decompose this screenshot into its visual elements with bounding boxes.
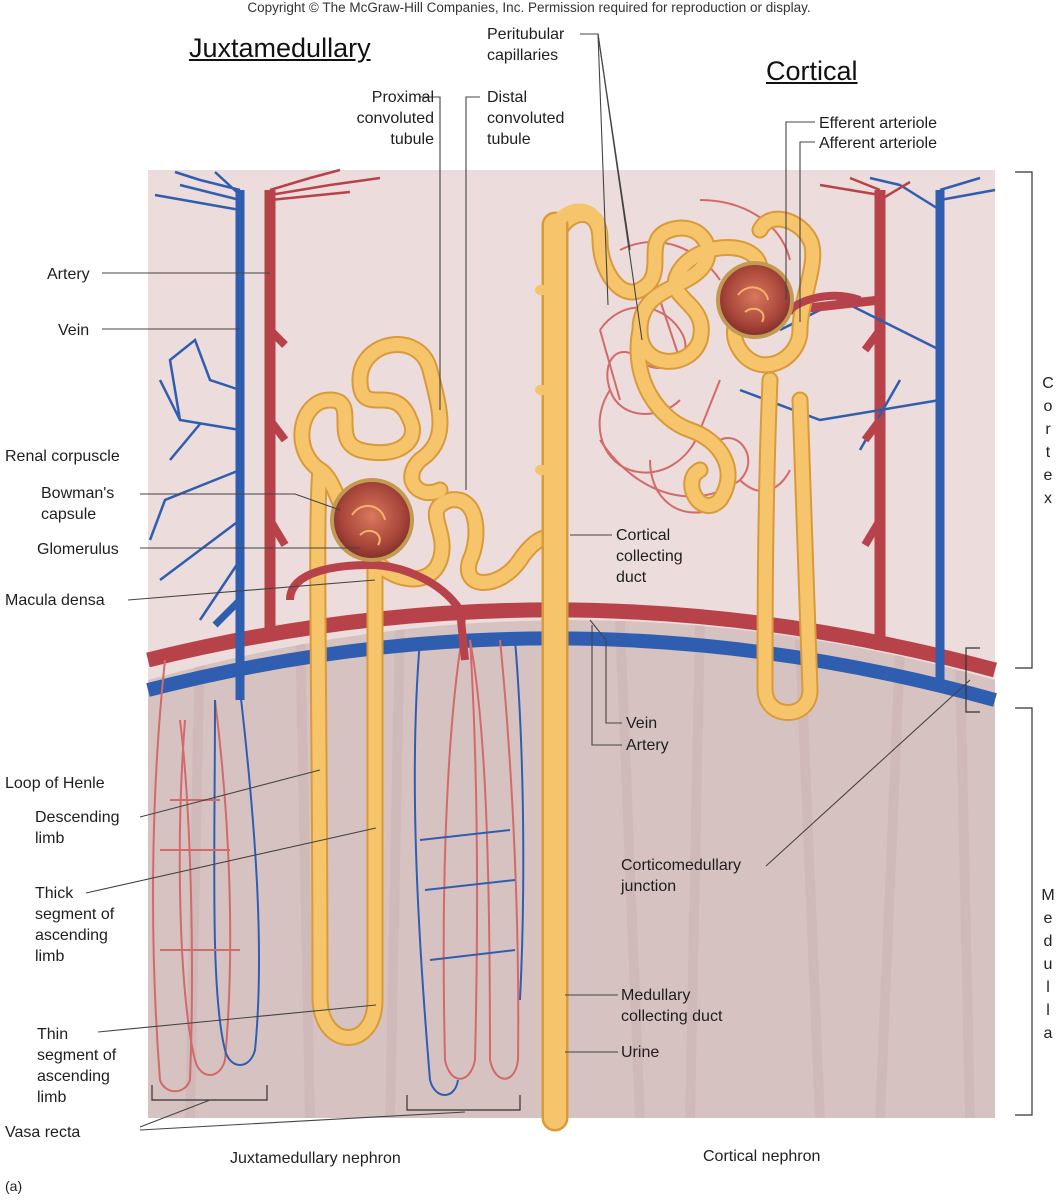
caption-cortical-nephron: Cortical nephron bbox=[703, 1148, 821, 1165]
jm-afferent-arteriole bbox=[286, 560, 469, 661]
leader-lines bbox=[85, 33, 971, 1131]
label-vasa-recta: Vasa recta bbox=[5, 1124, 81, 1141]
label-medulla: M e d u l l a bbox=[1041, 887, 1055, 1042]
label-glomerulus: Glomerulus bbox=[37, 541, 119, 558]
glomerulus-juxtamedullary bbox=[330, 478, 414, 562]
heading-juxtamedullary: Juxtamedullary bbox=[189, 33, 371, 63]
label-renal-corpuscle: Renal corpuscle bbox=[5, 448, 120, 465]
medulla-striations bbox=[185, 620, 975, 1118]
medulla-region bbox=[148, 620, 995, 1118]
label-urine: Urine bbox=[621, 1044, 660, 1061]
caption-juxtamedullary-nephron: Juxtamedullary nephron bbox=[230, 1150, 401, 1167]
glomerulus-cortical bbox=[716, 261, 794, 339]
label-artery-center: Artery bbox=[626, 737, 669, 754]
label-medullary-collecting-duct: Medullary collecting duct bbox=[621, 987, 723, 1025]
left-vessels bbox=[148, 168, 381, 700]
collecting-duct bbox=[535, 203, 607, 1132]
label-corticomedullary-junction: Corticomedullary junction bbox=[621, 857, 742, 895]
label-peritubular-capillaries: Peritubular capillaries bbox=[487, 26, 565, 64]
label-cortical-collecting-duct: Cortical collecting duct bbox=[616, 527, 683, 586]
label-vein-center: Vein bbox=[626, 715, 658, 732]
vasa-recta-center bbox=[413, 619, 525, 1096]
label-vein-left: Vein bbox=[58, 322, 90, 339]
label-thin-segment: Thin segment of ascending limb bbox=[37, 1026, 117, 1106]
c-afferent-arteriole bbox=[787, 291, 862, 314]
label-thick-segment: Thick segment of ascending limb bbox=[35, 885, 115, 965]
label-proximal-convoluted-tubule: Proximal convoluted tubule bbox=[356, 89, 434, 148]
label-distal-convoluted-tubule: Distal convoluted tubule bbox=[487, 89, 565, 148]
label-macula-densa: Macula densa bbox=[5, 592, 105, 609]
label-afferent-arteriole: Afferent arteriole bbox=[819, 135, 937, 152]
label-artery-left: Artery bbox=[47, 266, 90, 283]
region-brackets bbox=[151, 171, 1033, 1116]
copyright-notice: Copyright © The McGraw-Hill Companies, I… bbox=[247, 0, 811, 15]
caption-panel-letter: (a) bbox=[5, 1178, 23, 1194]
label-loop-of-henle: Loop of Henle bbox=[5, 775, 105, 792]
label-cortex: C o r t e x bbox=[1042, 375, 1054, 507]
arcuate-vein bbox=[146, 631, 997, 707]
label-efferent-arteriole: Efferent arteriole bbox=[819, 115, 937, 132]
vasa-recta-left bbox=[152, 659, 261, 1093]
juxtamedullary-tubule bbox=[293, 336, 569, 1046]
label-bowmans-capsule: Bowman's capsule bbox=[41, 485, 115, 523]
heading-cortical: Cortical bbox=[766, 56, 858, 86]
label-descending-limb: Descending limb bbox=[35, 809, 120, 847]
